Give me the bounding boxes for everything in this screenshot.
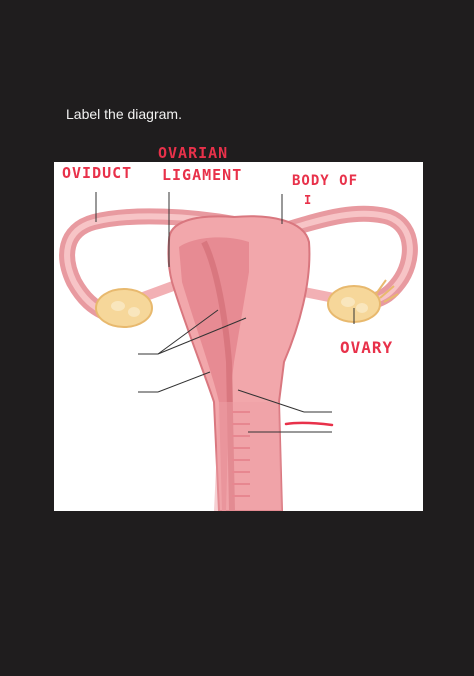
uterine-cavity	[179, 237, 249, 511]
instruction-text: Label the diagram.	[66, 106, 182, 122]
label-oviduct: OVIDUCT	[62, 164, 133, 182]
leader-lines	[95, 192, 355, 433]
label-body-of-continued: I	[304, 193, 313, 207]
label-ovarian: OVARIAN	[158, 144, 229, 162]
label-ovary: OVARY	[340, 338, 394, 357]
label-ligament: LIGAMENT	[162, 166, 243, 184]
diagram-card: OVIDUCT OVARIAN LIGAMENT BODY OF I OVARY	[54, 146, 423, 511]
uterus-illustration	[59, 192, 418, 511]
label-body-of: BODY OF	[292, 173, 359, 189]
